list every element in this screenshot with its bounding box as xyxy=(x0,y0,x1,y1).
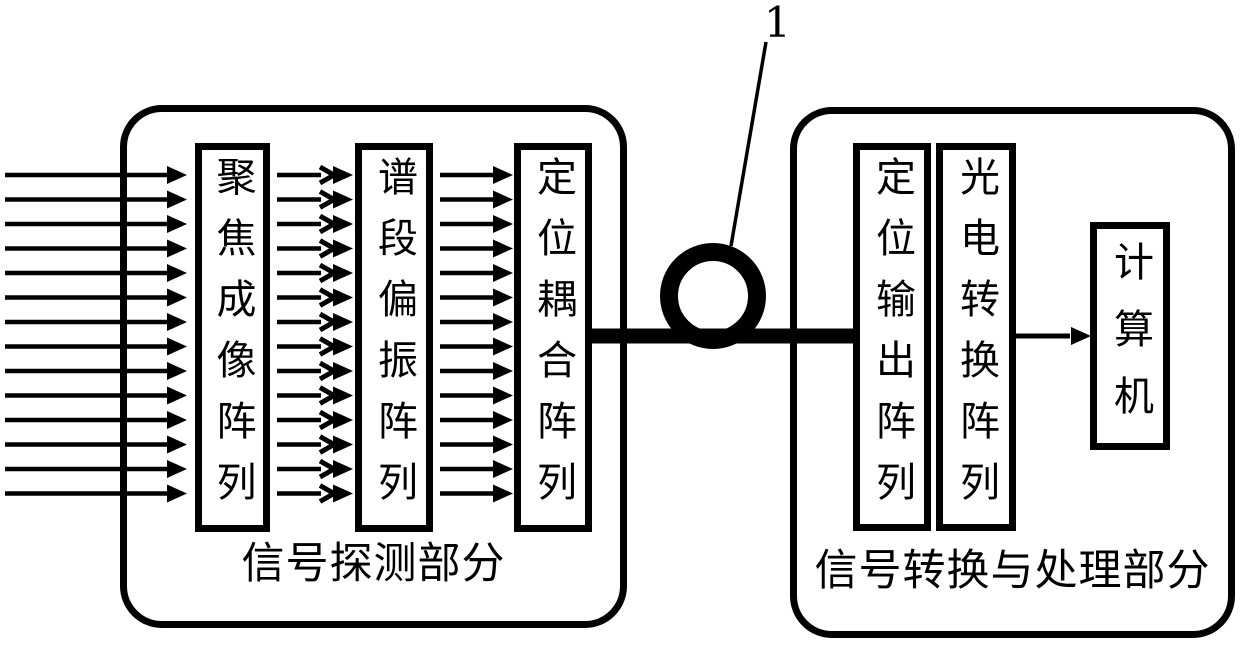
signal-processing-section xyxy=(790,107,1235,638)
positioning-coupling-array-box: 定位耦合阵列 xyxy=(514,143,592,532)
focusing-imaging-array-box: 聚焦成像阵列 xyxy=(195,143,270,532)
positioning-coupling-array-label: 定位耦合阵列 xyxy=(530,156,576,522)
positioning-output-array-box: 定位输出阵列 xyxy=(853,143,931,531)
positioning-output-array-label: 定位输出阵列 xyxy=(869,156,915,522)
signal-processing-caption: 信号转换与处理部分 xyxy=(814,546,1211,596)
computer-label: 计算机 xyxy=(1107,241,1153,442)
photoelectric-conversion-array-label: 光电转换阵列 xyxy=(953,156,999,522)
signal-detection-caption: 信号探测部分 xyxy=(241,539,506,589)
computer-box: 计算机 xyxy=(1090,222,1170,450)
callout-1-label: 1 xyxy=(764,0,791,47)
signal-detection-section xyxy=(120,105,627,628)
callout-leader-line xyxy=(729,41,768,247)
focusing-imaging-array-label: 聚焦成像阵列 xyxy=(209,156,256,522)
photoelectric-conversion-array-box: 光电转换阵列 xyxy=(936,143,1016,531)
fiber-coil xyxy=(660,243,766,349)
spectral-polarization-array-label: 谱段偏振阵列 xyxy=(371,156,417,522)
spectral-polarization-array-box: 谱段偏振阵列 xyxy=(355,143,433,532)
